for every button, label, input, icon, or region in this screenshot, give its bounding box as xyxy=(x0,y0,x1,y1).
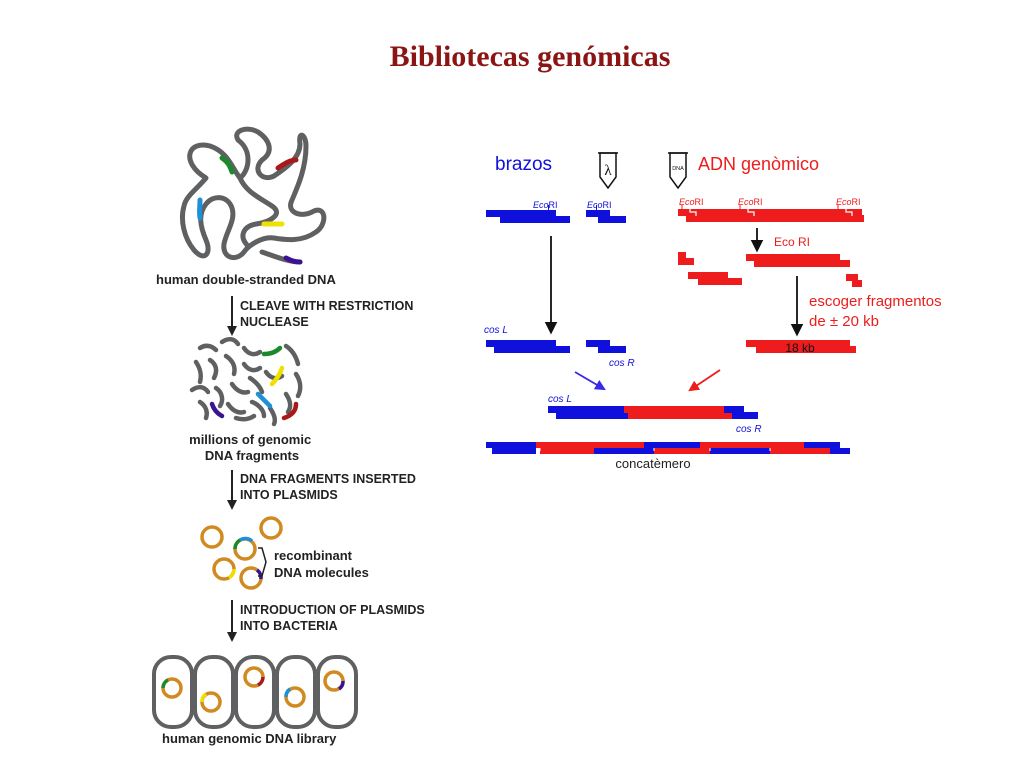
dna-fragments-illustration xyxy=(189,337,303,427)
lambda-arms-cos xyxy=(486,340,626,353)
right-panel: brazos λ DNA ADN genòmico EcoRI EcoRI Ec… xyxy=(484,152,946,471)
adn-genomico-label: ADN genòmico xyxy=(698,154,819,174)
ecori-label: EcoRI xyxy=(679,197,704,207)
kb18-label: 18 kb xyxy=(785,341,815,355)
ecori-cut-label: Eco RI xyxy=(774,235,810,249)
bacteria-library-illustration xyxy=(152,655,358,729)
brazos-label: brazos xyxy=(495,154,552,175)
cos-r-label-ligated: cos R xyxy=(736,424,762,435)
step3-text: INTRODUCTION OF PLASMIDS INTO BACTERIA xyxy=(240,603,428,633)
bacterium xyxy=(152,655,194,729)
left-panel: human double-stranded DNA CLEAVE WITH RE… xyxy=(152,126,428,746)
ecori-label: EcoRI xyxy=(533,200,558,210)
cos-r-label: cos R xyxy=(609,358,635,369)
step2-text: DNA FRAGMENTS INSERTED INTO PLASMIDS xyxy=(240,472,419,502)
bacterium xyxy=(316,655,358,729)
concatemer-strand xyxy=(486,442,850,454)
step1-text: CLEAVE WITH RESTRICTION NUCLEASE xyxy=(240,299,417,329)
ecori-label: EcoRI xyxy=(836,197,861,207)
plasmid xyxy=(259,516,283,540)
bacterium xyxy=(234,655,276,729)
dna-tangle-illustration xyxy=(179,126,327,265)
dna-tube-label: DNA xyxy=(672,166,684,172)
genomic-dna-uncut xyxy=(678,205,864,222)
arms-ligation-arrow xyxy=(574,371,606,391)
cos-l-label: cos L xyxy=(484,325,508,336)
escoger-label: escoger fragmentos de ± 20 kb xyxy=(809,293,946,330)
cos-l-label-ligated: cos L xyxy=(548,394,572,405)
dna-label: human double-stranded DNA xyxy=(156,272,336,287)
concatemero-label: concatèmero xyxy=(615,456,690,471)
ligated-construct xyxy=(548,406,758,419)
plasmid xyxy=(200,525,224,549)
bacterium xyxy=(193,655,235,729)
dna-tube-icon: DNA xyxy=(668,152,688,190)
lambda-arms-uncut xyxy=(486,205,626,223)
library-label: human genomic DNA library xyxy=(162,731,337,746)
bacterium xyxy=(275,655,317,729)
slide-title: Bibliotecas genómicas xyxy=(390,40,671,73)
recombinant-label: recombinant DNA molecules xyxy=(274,548,369,580)
plasmids-illustration xyxy=(200,516,283,590)
recombinant-bracket xyxy=(258,547,267,577)
fragment-18kb: 18 kb xyxy=(746,340,856,355)
genomic-fragments-cut xyxy=(678,252,862,287)
fragments-label: millions of genomic DNA fragments xyxy=(189,432,315,463)
lambda-tube-icon: λ xyxy=(598,152,618,190)
lambda-symbol: λ xyxy=(604,163,612,179)
ecori-label: EcoRI xyxy=(738,197,763,207)
ecori-label: EcoRI xyxy=(587,200,612,210)
insert-ligation-arrow xyxy=(688,369,721,392)
